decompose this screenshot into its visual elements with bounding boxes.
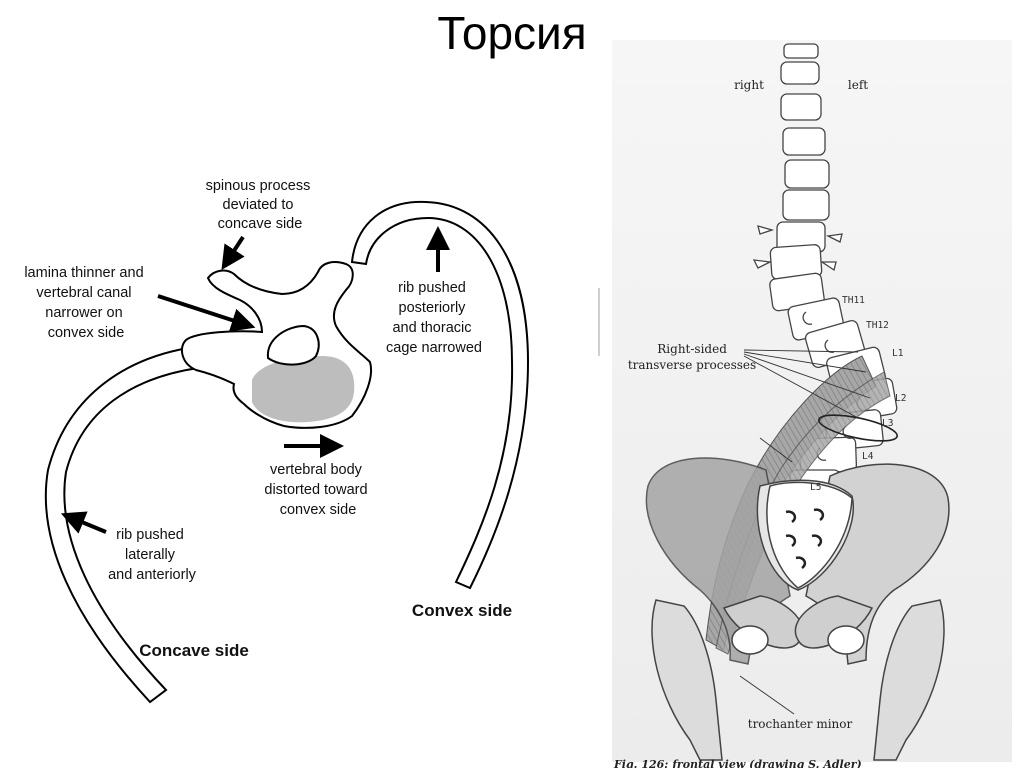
l3-label: L3 [882, 418, 893, 429]
l1-label: L1 [892, 348, 904, 359]
l2-label: L2 [895, 393, 906, 404]
vertebral-body [252, 356, 355, 423]
concave-side-label: Concave side [139, 641, 249, 660]
rib-lateral-arrow [60, 511, 107, 534]
trochanter-minor-label: trochanter minor [748, 717, 853, 731]
spinous-label: spinous process deviated to concave side [206, 178, 315, 232]
rib-lateral-label: rib pushed laterally and anteriorly [108, 527, 197, 583]
convex-side-label: Convex side [412, 601, 512, 620]
th11-label: TH11 [842, 295, 865, 306]
right-label: right [734, 78, 764, 92]
figure-caption: Fig. 126: frontal view (drawing S. Adler… [613, 758, 862, 768]
vertebral-body-label: vertebral body distorted toward convex s… [264, 462, 371, 518]
vertebral-canal [266, 324, 320, 366]
spinous-arrow [221, 235, 245, 271]
vertebra-cross-section-diagram: spinous process deviated to concave side… [24, 178, 530, 704]
pelvis [645, 457, 950, 761]
l5-label: L5 [810, 482, 821, 493]
lamina-label: lamina thinner and vertebral canal narro… [24, 265, 147, 341]
concave-rib [44, 346, 200, 704]
spine-frontal-view-figure: right left TH11 TH12 L1 L2 L3 L4 L5 Righ… [598, 40, 1012, 768]
convex-rib [350, 200, 530, 590]
transverse-processes-label: Right-sided transverse processes [628, 342, 756, 372]
th12-label: TH12 [866, 320, 889, 331]
slide-title: Торсия [437, 7, 587, 59]
transverse-leader-lines [739, 349, 871, 715]
left-label: left [848, 78, 868, 92]
l4-label: L4 [862, 451, 874, 462]
rib-posterior-label: rib pushed posteriorly and thoracic cage… [386, 280, 482, 356]
lamina-arrow [157, 294, 256, 332]
rotation-arrow [818, 414, 898, 442]
